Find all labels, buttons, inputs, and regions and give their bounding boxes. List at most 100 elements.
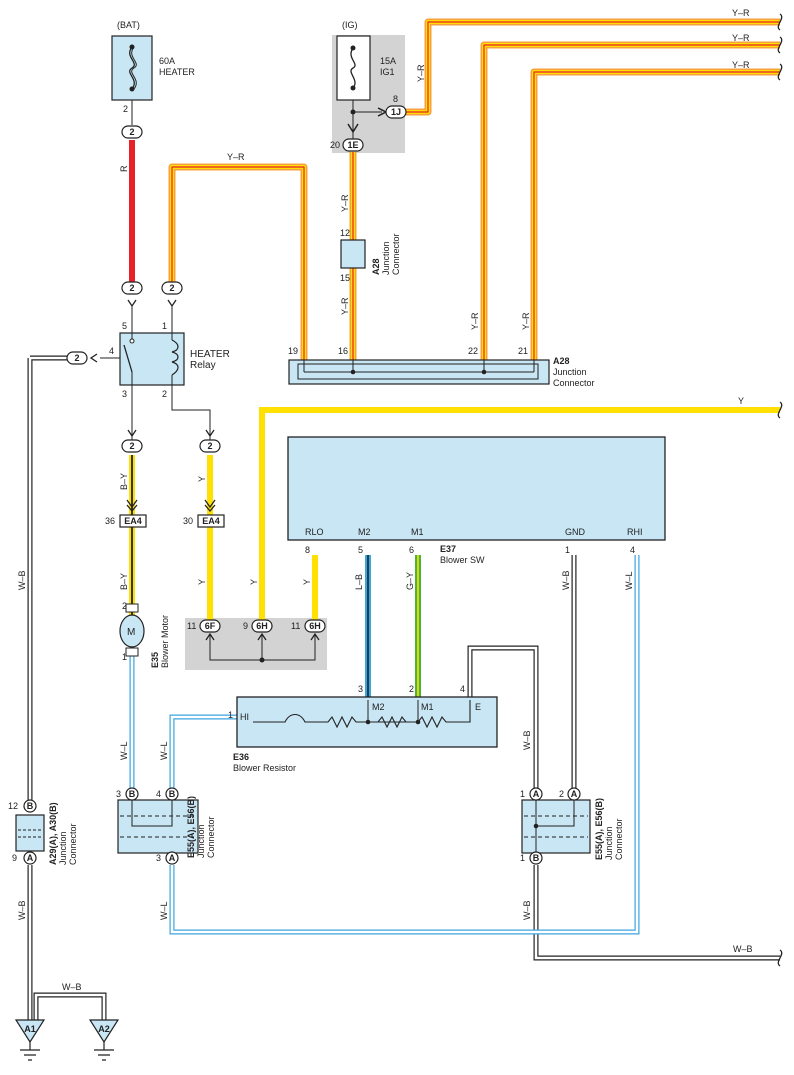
connector-pill-6h-b: 6H 11 xyxy=(291,619,326,633)
ground-a1-label: A1 xyxy=(24,1024,36,1034)
junction-e55-e56-right: A A B 1 2 1 xyxy=(520,787,591,865)
svg-text:Y–R: Y–R xyxy=(227,152,245,162)
wire-w-b-ground2 xyxy=(33,992,107,1020)
a28-name: Junction xyxy=(553,367,587,377)
wire-continuation-marks xyxy=(777,13,783,967)
a28-sub: Connector xyxy=(553,378,595,388)
connector-pill-relay-yr: 2 xyxy=(161,281,183,295)
svg-text:Y–R: Y–R xyxy=(470,312,480,330)
resistor-pin-m2: M2 xyxy=(372,702,385,712)
connector-pill-by-2: 2 xyxy=(121,439,143,453)
svg-text:W–L: W–L xyxy=(624,571,634,590)
svg-text:3: 3 xyxy=(122,389,127,399)
svg-text:11: 11 xyxy=(291,621,300,631)
svg-text:5: 5 xyxy=(122,321,127,331)
blower-motor-code: E35 xyxy=(150,652,160,668)
svg-text:B: B xyxy=(169,789,176,799)
blower-sw-pin-m2: M2 xyxy=(358,527,371,537)
svg-text:4: 4 xyxy=(109,346,114,356)
connector-pill-6h-a: 6H 9 xyxy=(243,619,273,633)
svg-text:12: 12 xyxy=(8,801,18,811)
junction-a28-small xyxy=(340,239,366,269)
svg-text:1E: 1E xyxy=(347,140,358,150)
svg-text:3: 3 xyxy=(358,684,363,694)
svg-text:W–B: W–B xyxy=(561,570,571,590)
connector-ea4-right: EA4 30 xyxy=(183,514,225,528)
heater-fuse-name: HEATER xyxy=(159,67,195,77)
svg-text:15: 15 xyxy=(340,273,350,283)
e55-left-name: Junction xyxy=(196,824,206,858)
svg-text:Y–R: Y–R xyxy=(340,194,350,212)
svg-text:W–B: W–B xyxy=(17,900,27,920)
svg-text:Y–R: Y–R xyxy=(416,64,426,82)
svg-text:1: 1 xyxy=(122,652,127,662)
wire-y-r-relay xyxy=(168,163,308,360)
wire-w-b-bottom xyxy=(533,865,780,961)
svg-text:B–Y: B–Y xyxy=(119,473,129,490)
svg-text:Y: Y xyxy=(738,396,744,406)
heater-fuse-rating: 60A xyxy=(159,56,175,66)
e55-right-code: E55(A), E56(B) xyxy=(594,798,604,860)
connector-ea4-left: EA4 36 xyxy=(105,514,147,528)
junction-a29-a30: B A 12 9 xyxy=(8,799,45,865)
svg-text:2: 2 xyxy=(129,283,134,293)
blower-motor-name: Blower Motor xyxy=(160,615,170,668)
svg-text:21: 21 xyxy=(518,346,528,356)
svg-text:2: 2 xyxy=(129,441,134,451)
svg-text:W–B: W–B xyxy=(522,900,532,920)
e55-left-sub: Connector xyxy=(206,816,216,858)
svg-text:16: 16 xyxy=(338,346,348,356)
svg-text:2: 2 xyxy=(74,353,79,363)
blower-motor xyxy=(119,614,145,648)
svg-text:3: 3 xyxy=(116,789,121,799)
svg-text:12: 12 xyxy=(340,228,350,238)
blower-sw-name: Blower SW xyxy=(440,555,485,565)
svg-text:A: A xyxy=(533,789,540,799)
svg-text:1: 1 xyxy=(520,789,525,799)
svg-text:2: 2 xyxy=(129,127,134,137)
resistor-pin-m1: M1 xyxy=(421,702,434,712)
bat-label: (BAT) xyxy=(117,20,140,30)
svg-text:30: 30 xyxy=(183,516,193,526)
blower-sw-pin-rhi: RHI xyxy=(627,527,643,537)
svg-text:Y–R: Y–R xyxy=(732,33,750,43)
blower-sw-pin-m1: M1 xyxy=(411,527,424,537)
svg-text:Y–R: Y–R xyxy=(340,297,350,315)
ig1-fuse-name: IG1 xyxy=(380,67,395,77)
svg-text:B: B xyxy=(27,801,34,811)
connector-pill-relay-wb: 2 xyxy=(66,351,88,365)
wire-y-main xyxy=(259,407,780,625)
a29-a30-code: A29(A), A30(B) xyxy=(48,802,58,865)
connector-pill-6f: 6F 11 xyxy=(187,619,221,633)
svg-text:19: 19 xyxy=(288,346,298,356)
svg-text:W–B: W–B xyxy=(733,944,753,954)
wire-labels: Y–R Y–R Y–R Y–R Y W–B W–B Y–R Y–R Y–R Y–… xyxy=(17,8,753,992)
wire-y-r-top3 xyxy=(530,68,780,360)
svg-text:W–B: W–B xyxy=(17,570,27,590)
svg-text:A: A xyxy=(169,853,176,863)
svg-text:L–B: L–B xyxy=(354,574,364,590)
ground-a2-label: A2 xyxy=(98,1024,110,1034)
ground-a2: A2 xyxy=(88,1019,120,1061)
svg-text:2: 2 xyxy=(122,601,127,611)
svg-text:Y–R: Y–R xyxy=(521,312,531,330)
blower-sw-pin-gnd: GND xyxy=(565,527,586,537)
wire-w-l-rhi xyxy=(169,555,640,935)
connector-pill-1e: 1E 20 xyxy=(330,138,364,152)
svg-text:22: 22 xyxy=(468,346,478,356)
wire-w-b-e xyxy=(467,645,539,790)
svg-text:B: B xyxy=(129,789,136,799)
svg-text:EA4: EA4 xyxy=(202,516,220,526)
a29-a30-name: Junction xyxy=(58,831,68,865)
ground-a1: A1 xyxy=(14,1019,46,1061)
connector-pill-1j: 1J 8 xyxy=(385,94,407,119)
svg-text:Y–R: Y–R xyxy=(732,8,750,18)
blower-resistor-code: E36 xyxy=(233,752,249,762)
svg-text:8: 8 xyxy=(305,545,310,555)
svg-text:8: 8 xyxy=(393,94,398,104)
svg-text:4: 4 xyxy=(630,545,635,555)
svg-text:W–L: W–L xyxy=(119,741,129,760)
e55-right-name: Junction xyxy=(604,826,614,860)
svg-text:5: 5 xyxy=(358,545,363,555)
svg-text:W–L: W–L xyxy=(159,741,169,760)
